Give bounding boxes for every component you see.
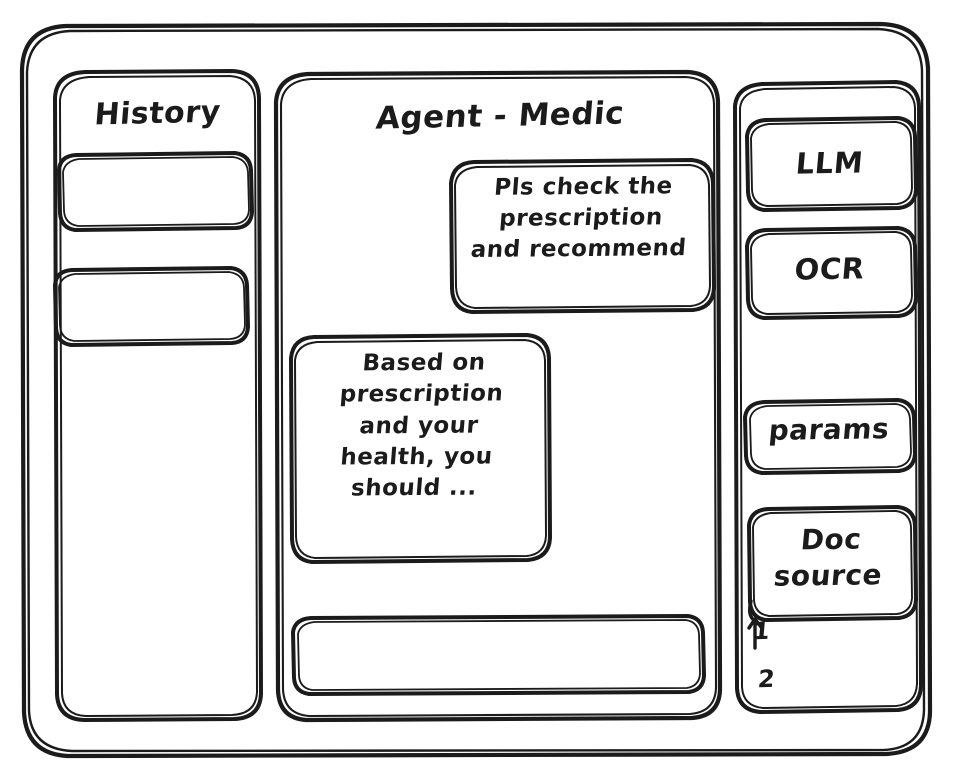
user-message-text: Pls check the prescription and recommend [469,173,688,263]
llm-button-label: LLM [794,145,865,181]
history-item-2[interactable] [55,268,248,345]
page-title: Agent - Medic [374,95,626,137]
composer-input[interactable] [293,616,704,694]
history-item-1[interactable] [59,153,252,230]
doc-source-item-2[interactable]: 2 [756,664,776,694]
ocr-button-label: OCR [793,251,866,287]
user-message-bubble: Pls check the prescription and recommend [451,160,714,312]
params-button-label: params [767,412,891,447]
history-panel-title: History [93,94,222,133]
agent-message-text: Based on prescription and your health, y… [338,349,505,502]
doc-source-item-1[interactable]: 1 [751,616,771,646]
agent-message-bubble: Based on prescription and your health, y… [291,335,550,562]
doc-source-label: Doc source [772,522,884,594]
